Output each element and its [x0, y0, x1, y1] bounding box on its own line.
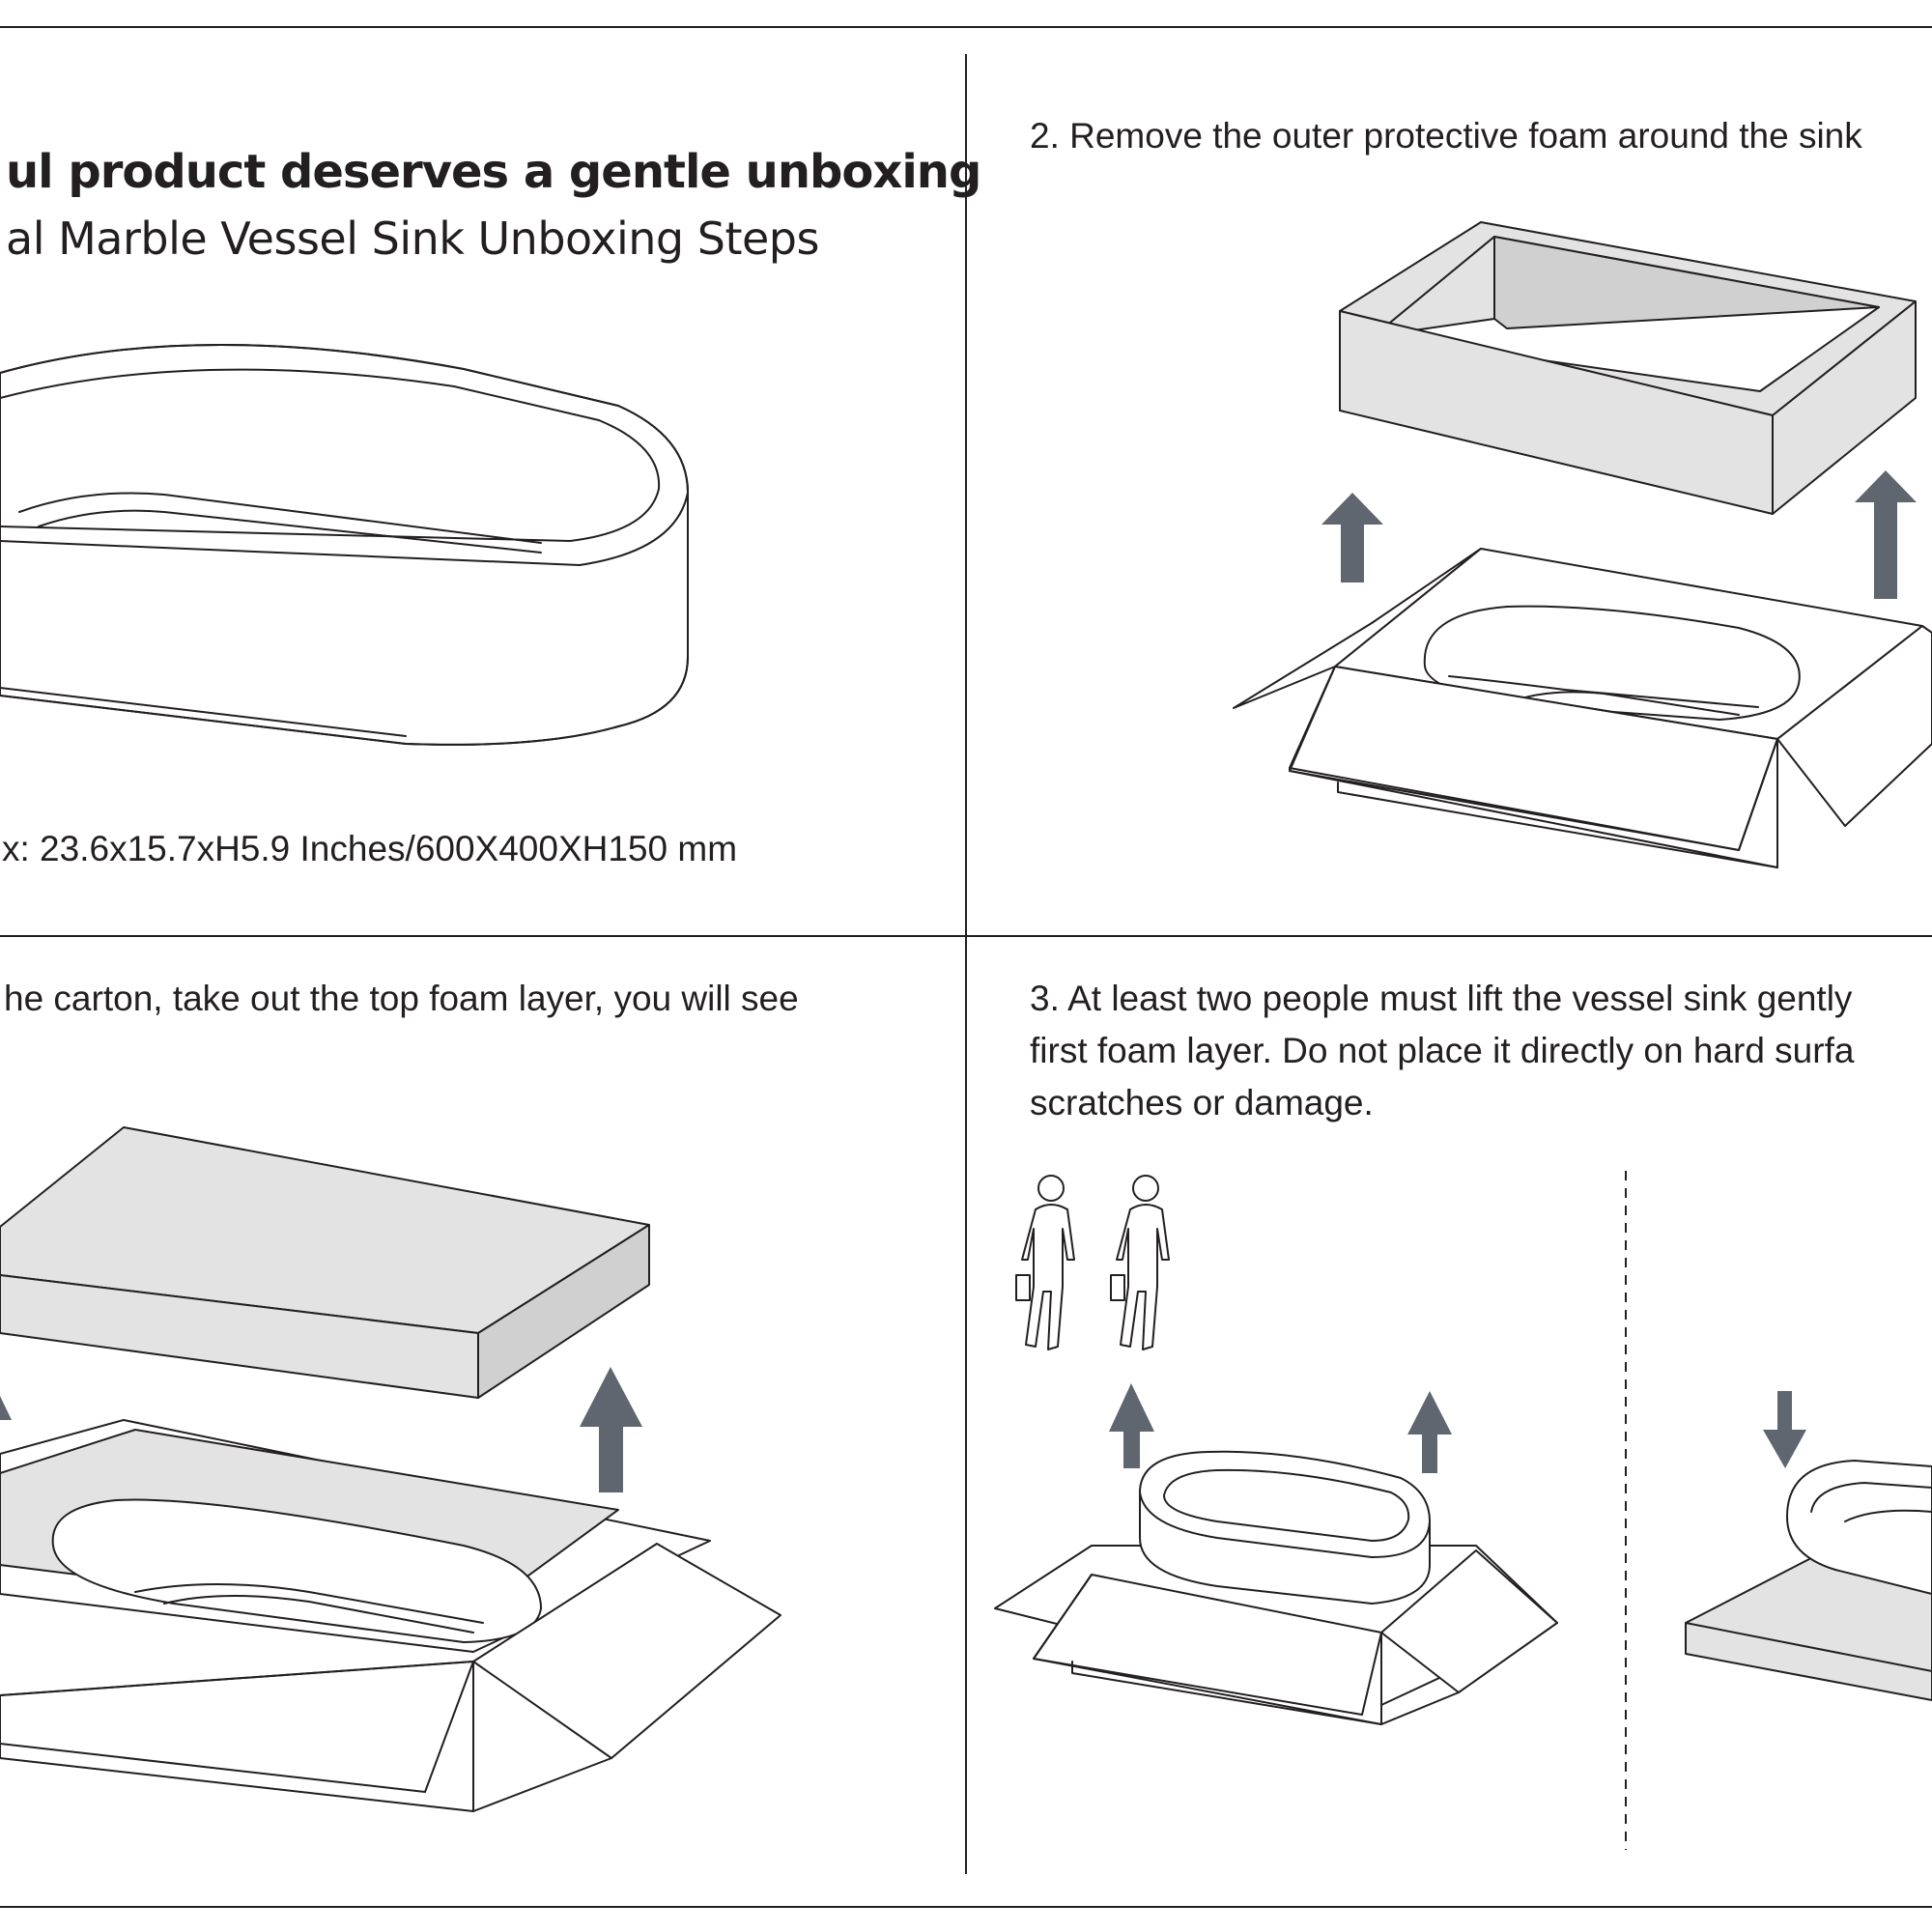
- bottom-rule: [0, 1906, 1932, 1908]
- up-arrow-icon: [1855, 470, 1917, 599]
- down-arrow-icon: [1763, 1391, 1806, 1468]
- sink-lifted-from-box: [994, 1450, 1558, 1725]
- step-1-text: he carton, take out the top foam layer, …: [4, 979, 799, 1018]
- step-3-line-3: scratches or damage.: [1030, 1083, 1374, 1122]
- horizontal-divider: [0, 935, 1932, 937]
- person-icon: [1110, 1175, 1170, 1350]
- up-arrow-icon: [1407, 1391, 1452, 1473]
- page-subtitle: al Marble Vessel Sink Unboxing Steps: [6, 213, 819, 265]
- top-rule: [0, 26, 1932, 28]
- up-arrow-icon: [0, 1396, 12, 1420]
- up-arrow-icon: [580, 1367, 642, 1492]
- foam-frame-illustration: [1339, 221, 1917, 515]
- sink-illustration-large: [0, 343, 689, 746]
- page-title: ul product deserves a gentle unboxing: [6, 145, 981, 199]
- vertical-divider: [965, 54, 967, 1874]
- top-foam-layer-illustration: [0, 1126, 650, 1399]
- sink-on-foam: [1685, 1460, 1932, 1701]
- step-3-line-2: first foam layer. Do not place it direct…: [1030, 1031, 1855, 1070]
- up-arrow-icon: [1109, 1383, 1154, 1468]
- open-box-with-sink: [1233, 548, 1932, 868]
- step-3-line-1: 3. At least two people must lift the ves…: [1030, 979, 1853, 1018]
- step-2-text: 2. Remove the outer protective foam arou…: [1030, 116, 1862, 156]
- up-arrow-icon: [1321, 493, 1383, 582]
- open-box-with-foam-and-sink: [0, 1419, 781, 1812]
- person-icon: [1015, 1175, 1075, 1350]
- dimensions-text: x: 23.6x15.7xH5.9 Inches/600X400XH150 mm: [2, 829, 738, 868]
